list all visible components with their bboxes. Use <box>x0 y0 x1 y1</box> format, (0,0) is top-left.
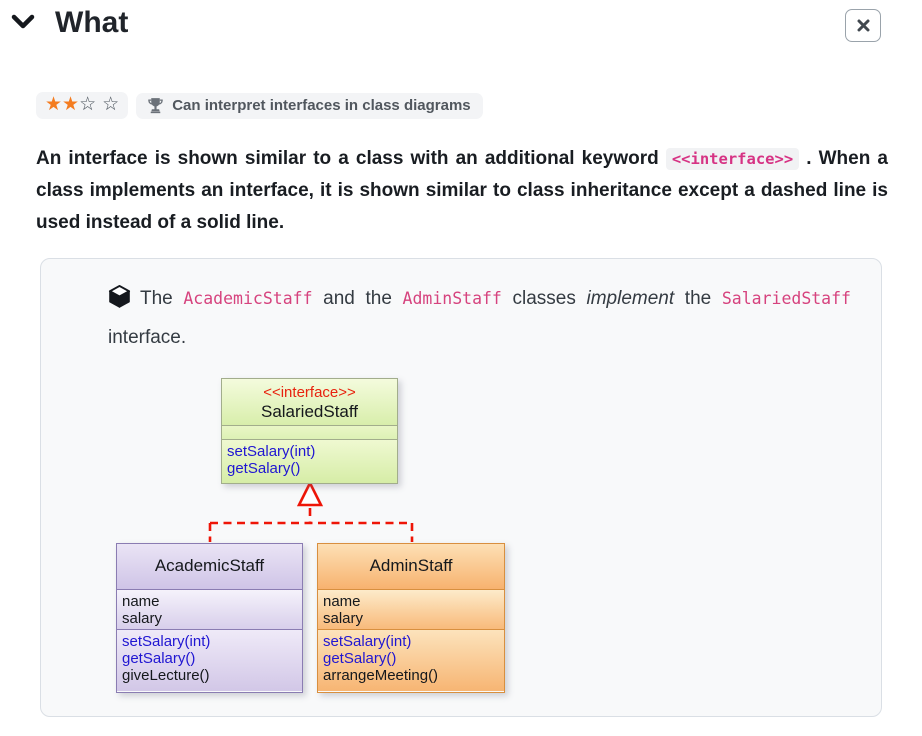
example-cube-icon <box>108 285 131 320</box>
difficulty-stars-badge: ★ ★ ☆ ☆ <box>36 92 129 119</box>
uml-attribute: name <box>122 593 160 610</box>
realization-connectors <box>208 480 414 542</box>
badge-row: ★ ★ ☆ ☆ Can interpret interfaces in clas… <box>36 92 922 119</box>
intro-text: An interface is shown similar to a class… <box>36 148 666 169</box>
uml-method: setSalary(int) <box>122 633 211 650</box>
uml-class-academicstaff: AcademicStaff name salary setSalary(int)… <box>116 543 303 693</box>
uml-class-name: AdminStaff <box>369 556 453 575</box>
uml-methods-compartment: setSalary(int) getSalary() giveLecture() <box>117 629 302 691</box>
uml-class-diagram: <<interface>> SalariedStaff setSalary(in… <box>41 371 881 703</box>
uml-class-name: AcademicStaff <box>154 556 265 575</box>
uml-method: getSalary() <box>323 650 397 667</box>
uml-attributes-compartment <box>222 425 397 439</box>
uml-class-adminstaff: AdminStaff name salary setSalary(int) ge… <box>317 543 505 693</box>
uml-attribute: salary <box>122 610 163 627</box>
star-outline-icon: ☆ <box>79 94 97 115</box>
uml-interface-salariedstaff: <<interface>> SalariedStaff setSalary(in… <box>221 378 398 484</box>
uml-attribute: name <box>323 593 361 610</box>
close-icon <box>857 19 869 32</box>
intro-paragraph: An interface is shown similar to a class… <box>36 143 888 239</box>
uml-attributes-compartment: name salary <box>117 589 302 629</box>
uml-attributes-compartment: name salary <box>318 589 504 629</box>
uml-method: setSalary(int) <box>323 633 412 650</box>
collapse-toggle-button[interactable] <box>11 13 35 34</box>
uml-header-compartment: <<interface>> SalariedStaff <box>222 379 397 425</box>
uml-stereotype: <<interface>> <box>263 384 356 401</box>
example-text-segment: The <box>140 288 184 309</box>
learning-outcome-badge: Can interpret interfaces in class diagra… <box>136 92 483 119</box>
close-button[interactable] <box>845 9 881 42</box>
uml-method: getSalary() <box>122 650 196 667</box>
uml-header-compartment: AcademicStaff <box>117 544 302 589</box>
trophy-icon <box>148 97 163 113</box>
section-header: What <box>0 0 922 50</box>
uml-class-name: SalariedStaff <box>260 402 359 421</box>
chevron-down-icon <box>11 14 35 29</box>
example-text-segment: classes <box>501 288 587 309</box>
example-emphasis: implement <box>586 288 675 309</box>
uml-header-compartment: AdminStaff <box>318 544 504 589</box>
uml-method: getSalary() <box>227 460 301 477</box>
star-filled-icon: ★ <box>45 94 63 115</box>
uml-method: arrangeMeeting() <box>323 667 439 684</box>
uml-method: setSalary(int) <box>227 443 316 460</box>
star-outline-icon: ☆ <box>102 94 120 115</box>
example-text: The AcademicStaff and the AdminStaff cla… <box>108 281 851 355</box>
example-text-segment: interface. <box>108 327 187 348</box>
code-salariedstaff: SalariedStaff <box>721 289 851 308</box>
code-adminstaff: AdminStaff <box>402 289 502 308</box>
example-card: The AcademicStaff and the AdminStaff cla… <box>40 258 882 717</box>
inline-code-interface-keyword: <<interface>> <box>665 148 800 170</box>
hollow-triangle-arrowhead <box>296 480 324 507</box>
example-text-segment: the <box>674 288 722 309</box>
page-title: What <box>55 6 129 39</box>
uml-method: giveLecture() <box>122 667 210 684</box>
uml-attribute: salary <box>323 610 364 627</box>
intro-text: . When a class implements an interface, … <box>36 148 888 233</box>
code-academicstaff: AcademicStaff <box>183 289 313 308</box>
uml-methods-compartment: setSalary(int) getSalary() arrangeMeetin… <box>318 629 504 691</box>
star-filled-icon: ★ <box>62 94 80 115</box>
uml-methods-compartment: setSalary(int) getSalary() <box>222 439 397 483</box>
example-text-segment: and the <box>312 288 403 309</box>
learning-outcome-label: Can interpret interfaces in class diagra… <box>172 96 471 114</box>
